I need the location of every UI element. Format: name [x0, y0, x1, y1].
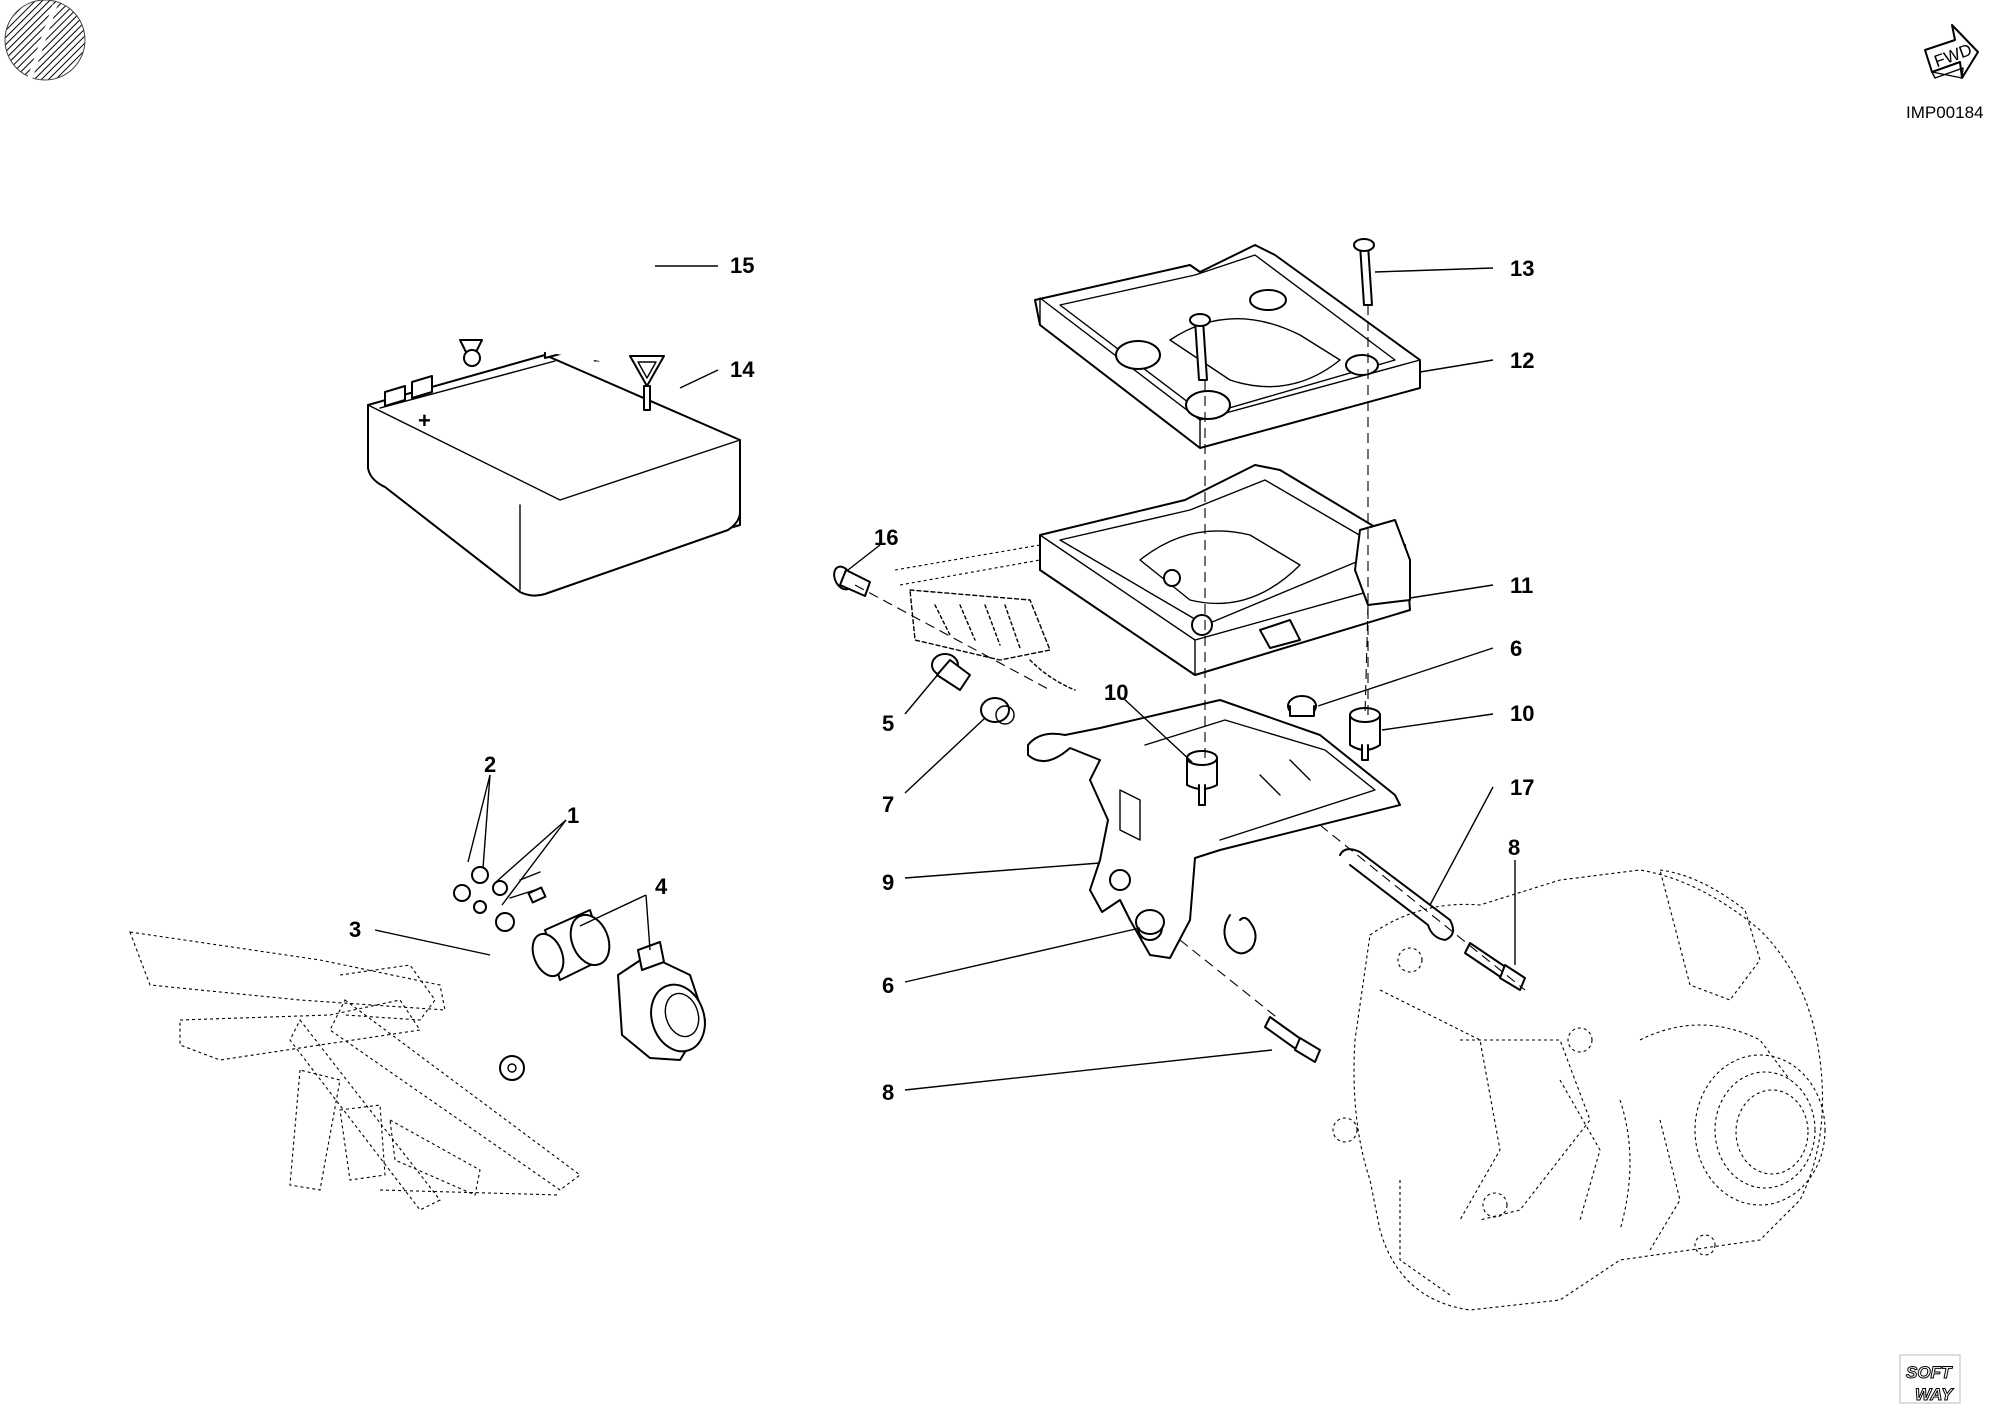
nut-6-lower [1135, 909, 1165, 935]
clamp-holder [617, 941, 706, 1061]
callout-8-upper: 8 [1508, 835, 1520, 860]
callout-8-lower: 8 [882, 1080, 894, 1105]
battery-strap [459, 109, 665, 411]
callout-labels: 15 14 13 12 11 6 10 17 8 10 16 5 7 9 6 8… [349, 253, 1534, 1105]
forward-arrow-icon: FWD [1924, 24, 1979, 79]
clip-17 [1223, 848, 1455, 955]
callout-10-right: 10 [1510, 701, 1534, 726]
callout-6-lower: 6 [882, 973, 894, 998]
nut-6-upper [1287, 695, 1317, 717]
callout-2: 2 [484, 752, 496, 777]
callout-13: 13 [1510, 256, 1534, 281]
bushing-5 [931, 653, 971, 691]
alignment-axes [854, 305, 1526, 1021]
bushing-7 [980, 697, 1015, 725]
callout-11: 11 [1510, 573, 1533, 598]
engine-outline-ghost [1332, 869, 1826, 1311]
softway-logo: SOFT WAY [1899, 1354, 1961, 1405]
callout-15: 15 [730, 253, 754, 278]
callout-12: 12 [1510, 348, 1534, 373]
callout-14: 14 [730, 357, 755, 382]
callout-4: 4 [655, 874, 668, 899]
callout-6-upper: 6 [1510, 636, 1522, 661]
logo-text-soft: SOFT [1906, 1363, 1953, 1382]
corner-logo-mark [4, 0, 86, 81]
rubber-mount-10-right [1349, 707, 1381, 761]
bracket-9 [1027, 699, 1401, 959]
screw-13 [1189, 238, 1375, 381]
positive-terminal-mark: + [418, 408, 431, 433]
callout-17: 17 [1510, 775, 1534, 800]
cylindrical-component [531, 909, 611, 981]
fasteners-1-2 [453, 866, 547, 914]
tray-11 [1039, 464, 1411, 676]
callout-7: 7 [882, 792, 894, 817]
ground-wire [486, 912, 525, 1081]
leader-lines [374, 265, 1516, 1091]
rubber-mount-10-left [1186, 750, 1218, 806]
wiring-connector [894, 544, 1076, 691]
screw-8-lower [1264, 1016, 1321, 1063]
battery: + - [367, 331, 741, 597]
frame-outline-ghost [129, 931, 581, 1211]
top-cover-12 [1034, 244, 1421, 449]
callout-5: 5 [882, 711, 894, 736]
drawing-code: IMP00184 [1906, 103, 1984, 122]
callout-9: 9 [882, 870, 894, 895]
logo-text-way: WAY [1915, 1385, 1954, 1404]
callout-3: 3 [349, 917, 361, 942]
callout-16: 16 [874, 525, 898, 550]
callout-1: 1 [567, 803, 579, 828]
screw-8-upper [1464, 942, 1526, 991]
callout-10-left: 10 [1104, 680, 1128, 705]
